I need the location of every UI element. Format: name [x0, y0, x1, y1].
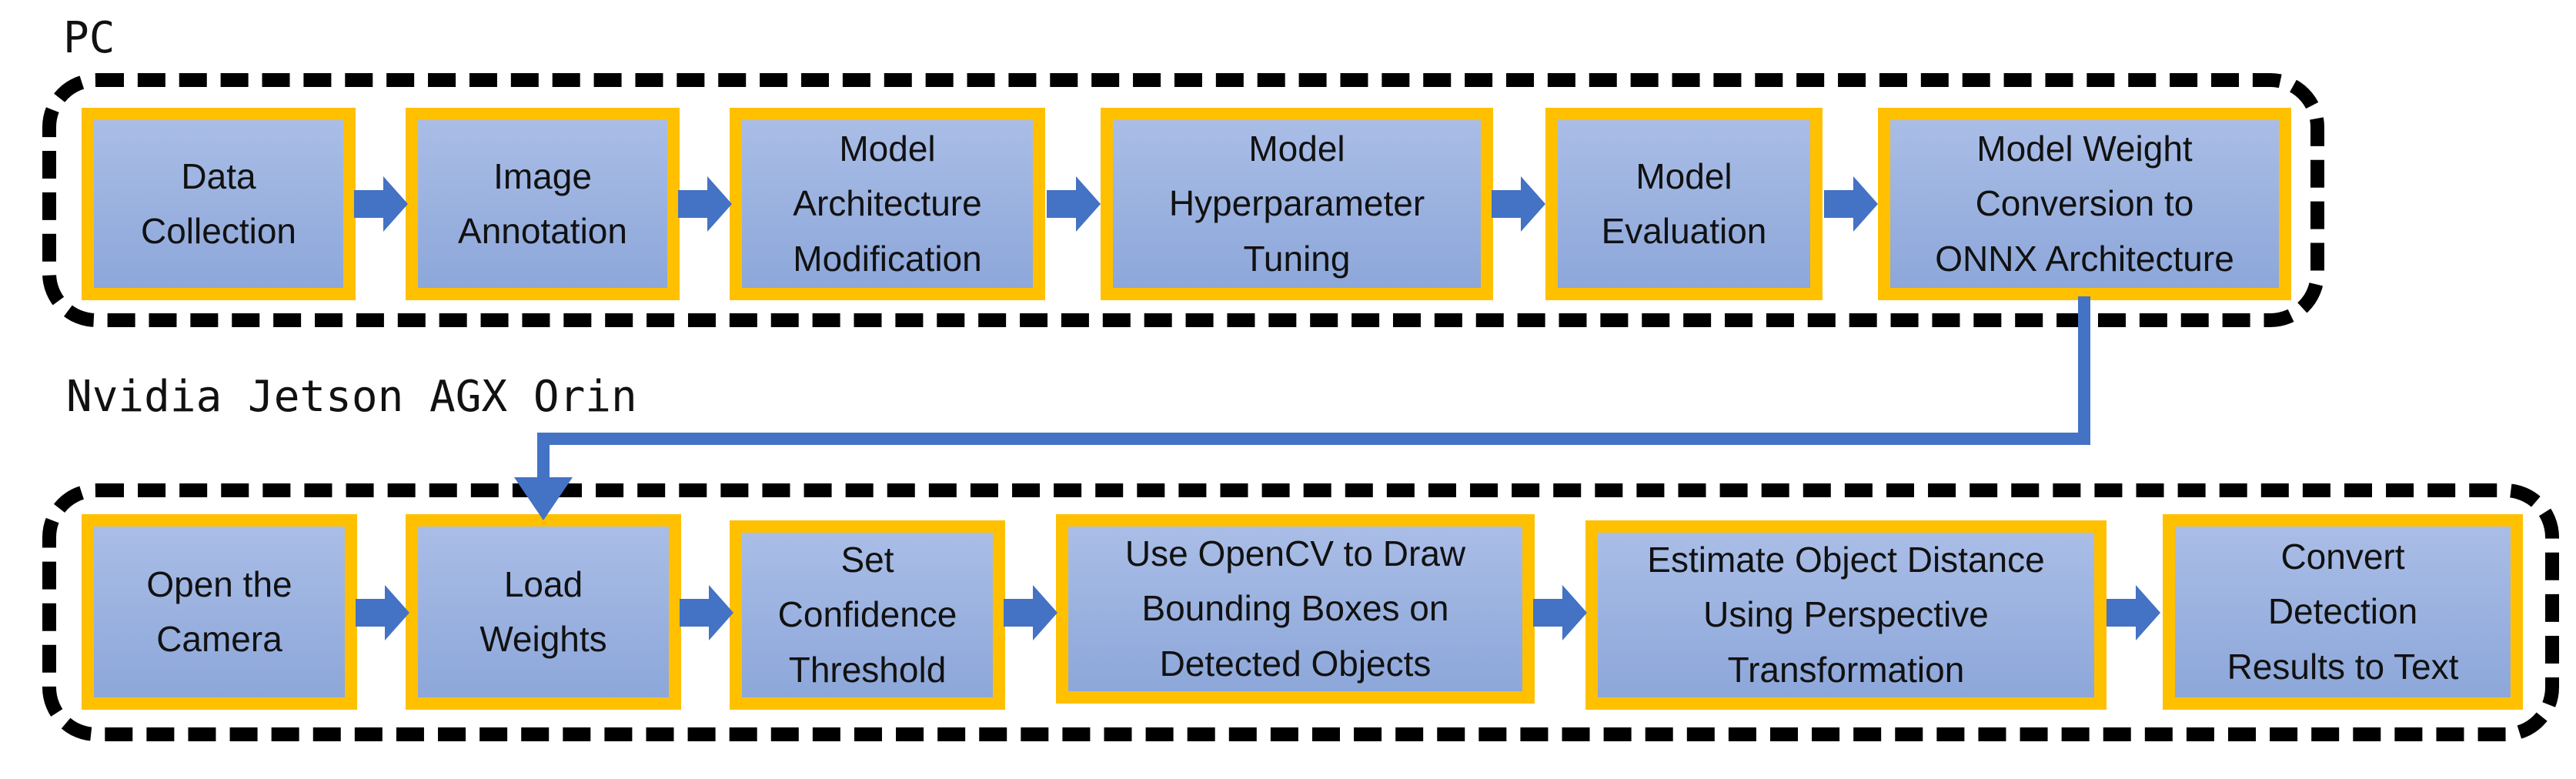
- step-label: Image Annotation: [458, 155, 627, 251]
- step-label: Model Weight Conversion to ONNX Architec…: [1935, 129, 2234, 279]
- step-label: Load Weights: [479, 563, 607, 659]
- step-label: Model Evaluation: [1601, 155, 1767, 251]
- step-label: Model Hyperparameter Tuning: [1168, 129, 1425, 279]
- group-label-pc: PC: [63, 13, 115, 63]
- arrow-right-icon: [680, 585, 733, 640]
- arrow-right-icon: [354, 176, 408, 232]
- step-open-camera: Open the Camera: [82, 514, 357, 710]
- step-estimate-object-distance: Estimate Object Distance Using Perspecti…: [1585, 520, 2107, 710]
- step-model-architecture-modification: Model Architecture Modification: [730, 108, 1045, 300]
- step-image-annotation: Image Annotation: [406, 108, 680, 300]
- arrow-right-icon: [1004, 585, 1057, 640]
- step-model-weight-conversion: Model Weight Conversion to ONNX Architec…: [1878, 108, 2291, 300]
- arrow-right-icon: [1824, 176, 1878, 232]
- step-label: Data Collection: [141, 155, 296, 251]
- step-label: Estimate Object Distance Using Perspecti…: [1647, 540, 2045, 690]
- step-label: Use OpenCV to Draw Bounding Boxes on Det…: [1124, 533, 1466, 684]
- step-draw-bounding-boxes: Use OpenCV to Draw Bounding Boxes on Det…: [1056, 514, 1535, 704]
- step-label: Convert Detection Results to Text: [2227, 537, 2459, 687]
- group-label-jetson: Nvidia Jetson AGX Orin: [66, 372, 637, 422]
- step-data-collection: Data Collection: [82, 108, 356, 300]
- step-model-evaluation: Model Evaluation: [1545, 108, 1823, 300]
- step-model-hyperparameter-tuning: Model Hyperparameter Tuning: [1101, 108, 1493, 300]
- step-set-confidence-threshold: Set Confidence Threshold: [730, 520, 1005, 710]
- step-label: Model Architecture Modification: [793, 129, 982, 279]
- arrow-right-icon: [678, 176, 732, 232]
- step-label: Open the Camera: [146, 563, 292, 659]
- arrow-right-icon: [1492, 176, 1545, 232]
- arrow-right-icon: [2107, 585, 2160, 640]
- arrow-right-icon: [356, 585, 409, 640]
- step-convert-detection-results: Convert Detection Results to Text: [2163, 514, 2523, 710]
- arrow-right-icon: [1533, 585, 1587, 640]
- step-label: Set Confidence Threshold: [777, 540, 957, 690]
- arrow-right-icon: [1047, 176, 1101, 232]
- step-load-weights: Load Weights: [406, 514, 681, 710]
- group-frame-jetson: [42, 483, 2559, 741]
